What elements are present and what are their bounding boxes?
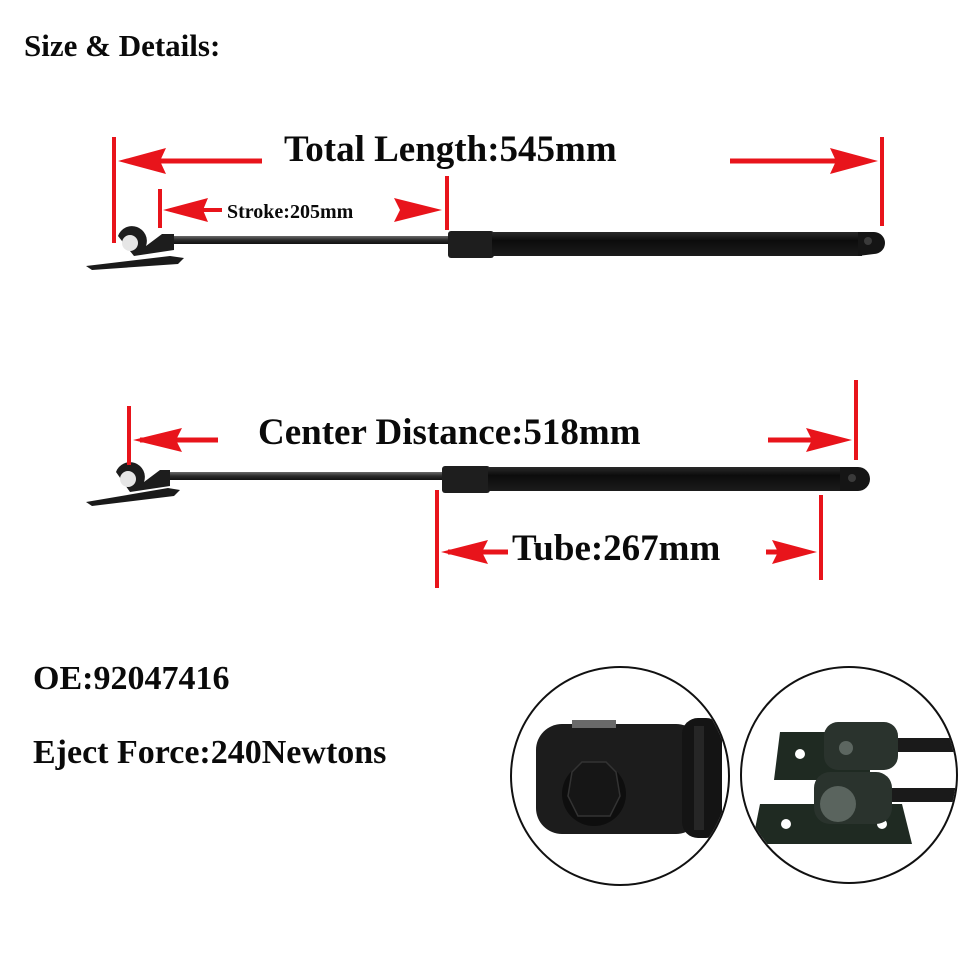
oe-number: OE:92047416 [33,660,230,697]
cylinder-tube [492,232,862,256]
bracket-plate-icon [86,488,180,506]
center-distance-label: Center Distance:518mm [258,412,641,453]
tube-annotation [435,490,823,588]
total-length-label: Total Length:545mm [284,129,617,170]
piston-rod [160,236,450,244]
page-title: Size & Details: [24,28,221,63]
total-length-annotation [112,137,884,243]
end-fitting-closeup [510,666,730,886]
bracket-mount-icon [752,722,956,844]
cylinder-tube [488,467,844,491]
center-distance-annotation [127,380,858,465]
strut-top [86,226,885,270]
piston-rod [160,472,450,480]
strut-bottom [86,462,870,506]
bracket-plate-icon [86,256,184,270]
end-fitting-icon [536,718,722,838]
bracket-mount-closeup [740,666,958,884]
stroke-annotation [158,176,449,230]
stroke-label: Stroke:205mm [227,201,354,223]
eject-force: Eject Force:240Newtons [33,734,387,771]
tube-label: Tube:267mm [512,528,721,569]
